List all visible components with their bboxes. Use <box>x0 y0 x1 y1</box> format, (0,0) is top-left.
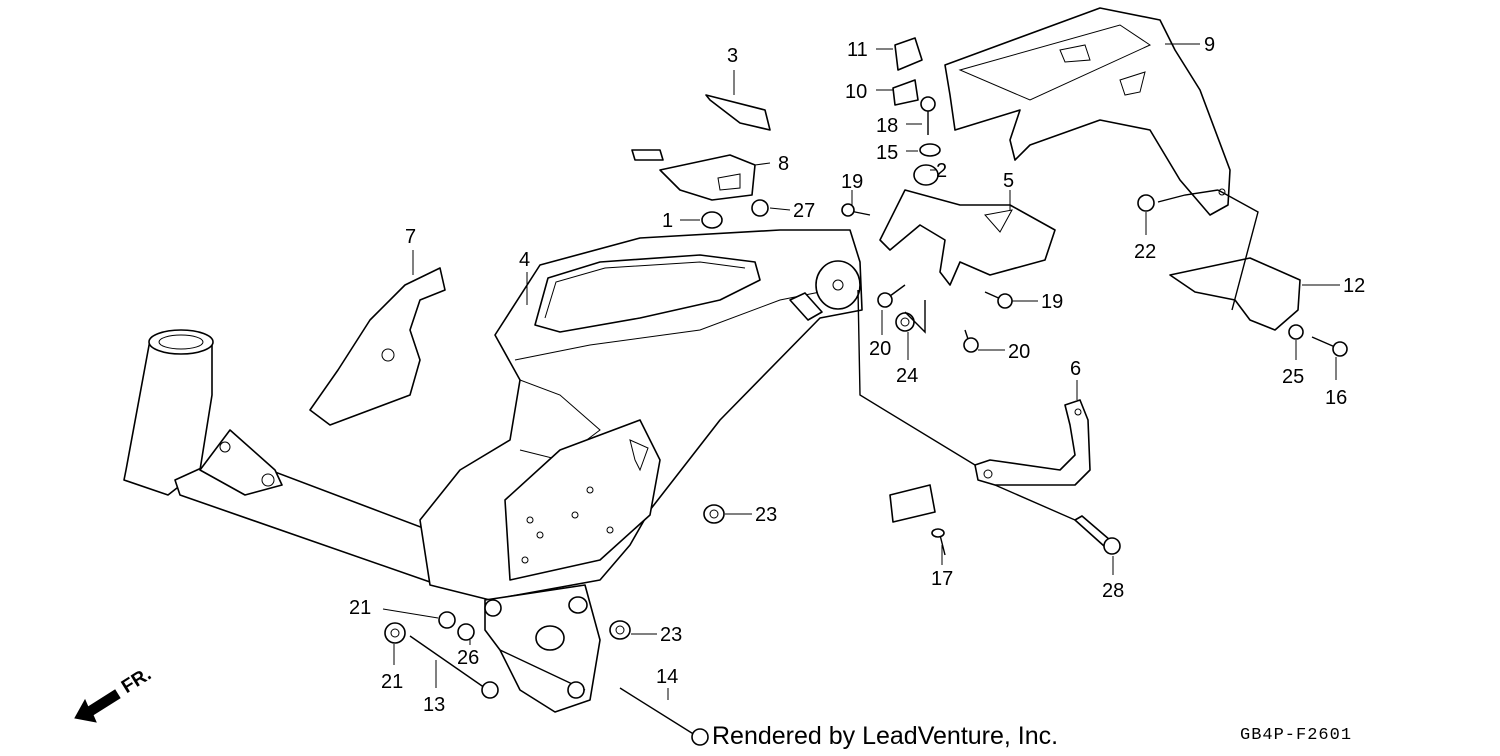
plate-17 <box>889 484 946 556</box>
callout-8: 8 <box>778 153 789 175</box>
callout-7: 7 <box>405 226 416 248</box>
callout-15: 15 <box>876 142 898 164</box>
bolt-27 <box>751 199 769 217</box>
washer-26 <box>457 623 475 641</box>
callout-20-a: 20 <box>869 338 891 360</box>
callout-1: 1 <box>662 210 673 232</box>
render-credit: Rendered by LeadVenture, Inc. <box>712 722 1059 750</box>
nut-21a <box>438 611 456 629</box>
callout-20-b: 20 <box>1008 341 1030 363</box>
callout-3: 3 <box>727 45 738 67</box>
callout-28: 28 <box>1102 580 1124 602</box>
callout-4: 4 <box>519 249 530 271</box>
bolt-20b <box>963 329 979 353</box>
leader-24 <box>904 300 926 334</box>
nut-24 <box>895 312 915 332</box>
callout-23-b: 23 <box>660 624 682 646</box>
callout-18: 18 <box>876 115 898 137</box>
bracket-7 <box>309 267 446 426</box>
main-frame <box>123 229 863 713</box>
callout-11: 11 <box>847 39 868 61</box>
callout-23-a: 23 <box>755 504 777 526</box>
callout-10: 10 <box>845 81 867 103</box>
lock-8 <box>631 149 756 201</box>
bolt-13 <box>409 635 499 699</box>
callout-13: 13 <box>423 694 445 716</box>
nut-21b <box>384 622 406 644</box>
callout-26: 26 <box>457 647 479 669</box>
callout-14: 14 <box>656 666 678 688</box>
washer-25 <box>1288 324 1304 340</box>
bolt-14 <box>619 687 709 746</box>
diagram-code: GB4P-F2601 <box>1240 726 1353 745</box>
grommet-1 <box>701 211 723 229</box>
bolt-19a <box>841 203 871 217</box>
callout-9: 9 <box>1204 34 1215 56</box>
callout-17: 17 <box>931 568 953 590</box>
callout-6: 6 <box>1070 358 1081 380</box>
callout-21-b: 21 <box>381 671 403 693</box>
callout-22: 22 <box>1134 241 1156 263</box>
callout-19-a: 19 <box>841 171 863 193</box>
bolt-19b <box>984 291 1013 309</box>
leader-6 <box>857 289 976 466</box>
leader-9-12 <box>1217 189 1259 311</box>
callout-2: 2 <box>936 160 947 182</box>
front-direction-arrow <box>74 689 121 723</box>
rear-fender-9 <box>944 7 1231 216</box>
bolt-20a <box>877 284 906 308</box>
nut-22 <box>1137 194 1155 212</box>
nut-23a <box>703 504 725 524</box>
callout-24: 24 <box>896 365 918 387</box>
callout-27: 27 <box>793 200 815 222</box>
callout-21-a: 21 <box>349 597 371 619</box>
callout-19-b: 19 <box>1041 291 1063 313</box>
callout-16: 16 <box>1325 387 1347 409</box>
callout-12: 12 <box>1343 275 1365 297</box>
clip-3 <box>705 94 771 131</box>
bolt-28 <box>1074 515 1121 555</box>
callout-25: 25 <box>1282 366 1304 388</box>
seat-bracket-5 <box>879 37 1056 286</box>
callout-5: 5 <box>1003 170 1014 192</box>
nut-23b <box>609 620 631 640</box>
stay-6 <box>974 399 1091 486</box>
plate-12 <box>1169 257 1301 331</box>
bolt-16 <box>1311 336 1348 357</box>
